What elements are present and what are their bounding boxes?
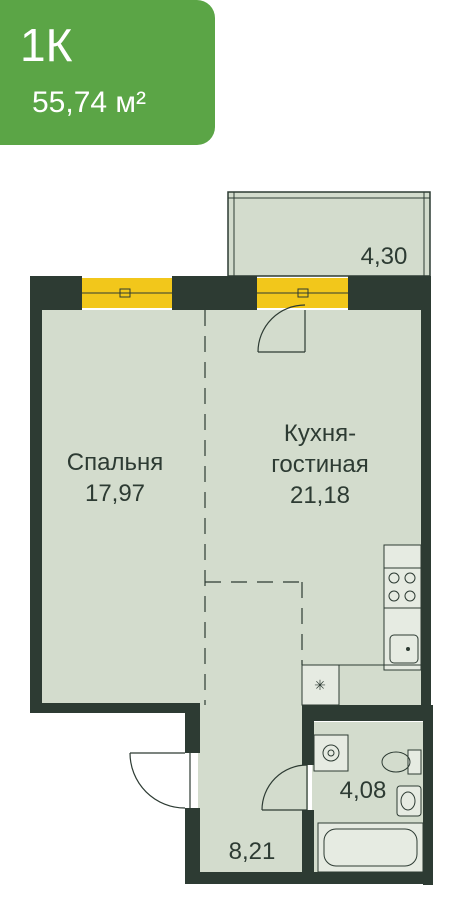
zone-dividers [204,310,303,705]
total-area: 55,74 м² [32,86,147,119]
bedroom-area: 17,97 [84,480,146,508]
bedroom-label: Спальня 17,97 [40,447,190,509]
floor-area [40,310,425,873]
kitchen-counter [383,544,422,671]
entrance-door [129,752,191,809]
bathroom-door [261,764,308,811]
bathtub [317,822,424,873]
balcony-door [257,304,306,353]
apartment-badge: 1К 55,74 м² [0,0,215,145]
balcony-area: 4,30 [360,243,408,270]
svg-text:✳: ✳ [314,678,326,694]
fridge: ✳ [301,664,421,706]
kitchen-label: Кухня- гостиная 21,18 [240,418,400,512]
windows [82,278,348,308]
apartment-type: 1К [20,19,73,71]
washing-machine [313,734,349,772]
bathroom-area: 4,08 [339,777,387,804]
kitchen-name-line2: гостиная [271,451,369,479]
kitchen-area: 21,18 [289,482,351,510]
hallway-area: 8,21 [228,838,276,865]
kitchen-name-line1: Кухня- [283,420,357,447]
walls [30,276,433,885]
balcony [227,191,431,277]
toilet [381,749,422,775]
bedroom-name: Спальня [66,449,164,476]
bathroom-sink [396,785,422,817]
